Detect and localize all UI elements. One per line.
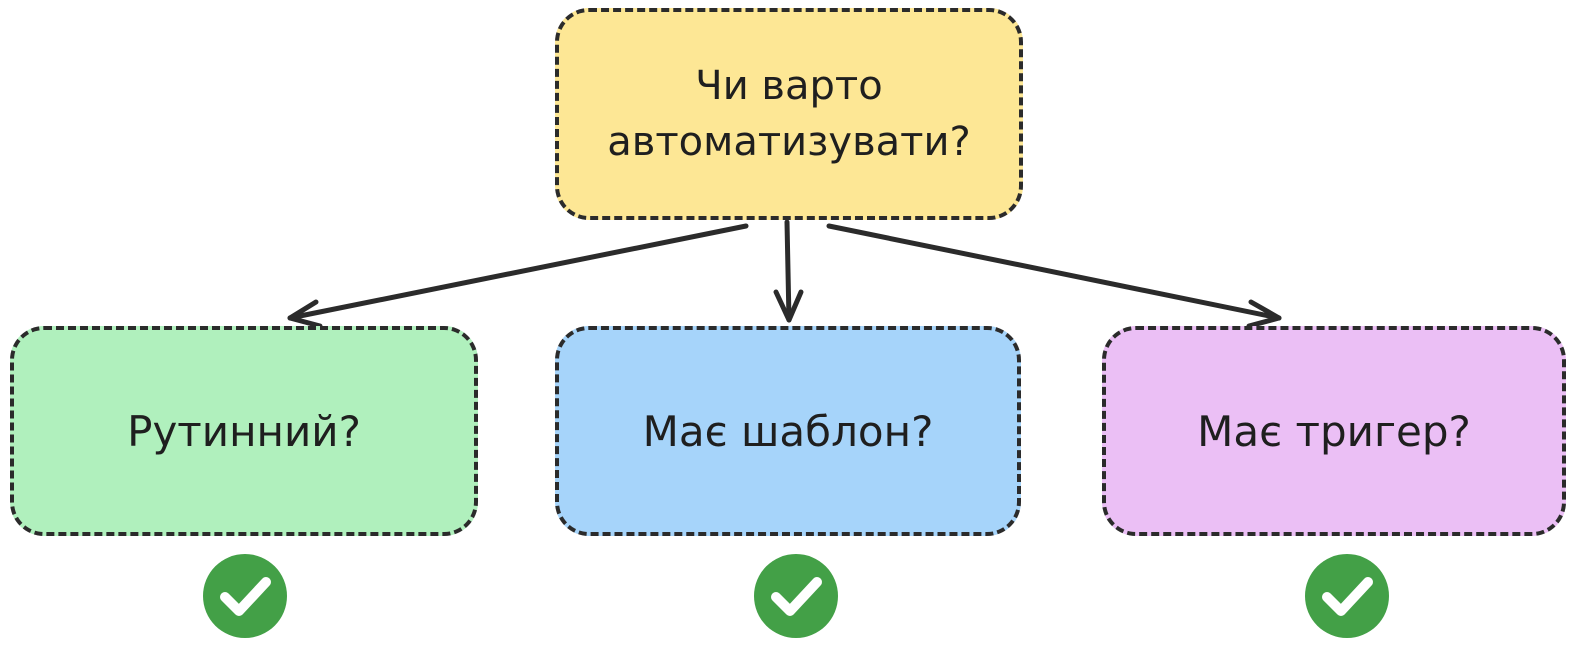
edge-root-to-routine bbox=[287, 223, 749, 329]
root-question-node: Чи варто автоматизувати? bbox=[555, 8, 1023, 220]
routine-node: Рутинний? bbox=[10, 326, 478, 536]
template-node: Має шаблон? bbox=[555, 326, 1021, 536]
root-question-line-2: автоматизувати? bbox=[607, 119, 971, 165]
root-question-line-1: Чи варто bbox=[695, 63, 883, 109]
trigger-label: Має тригер? bbox=[1197, 406, 1471, 456]
check-icon bbox=[203, 554, 287, 638]
check-icon bbox=[754, 554, 838, 638]
template-label: Має шаблон? bbox=[642, 406, 934, 456]
edge-root-to-trigger bbox=[826, 223, 1282, 329]
check-icon bbox=[1305, 554, 1389, 638]
routine-label: Рутинний? bbox=[127, 406, 361, 456]
edge-root-to-template bbox=[773, 219, 804, 323]
trigger-node: Має тригер? bbox=[1102, 326, 1566, 536]
